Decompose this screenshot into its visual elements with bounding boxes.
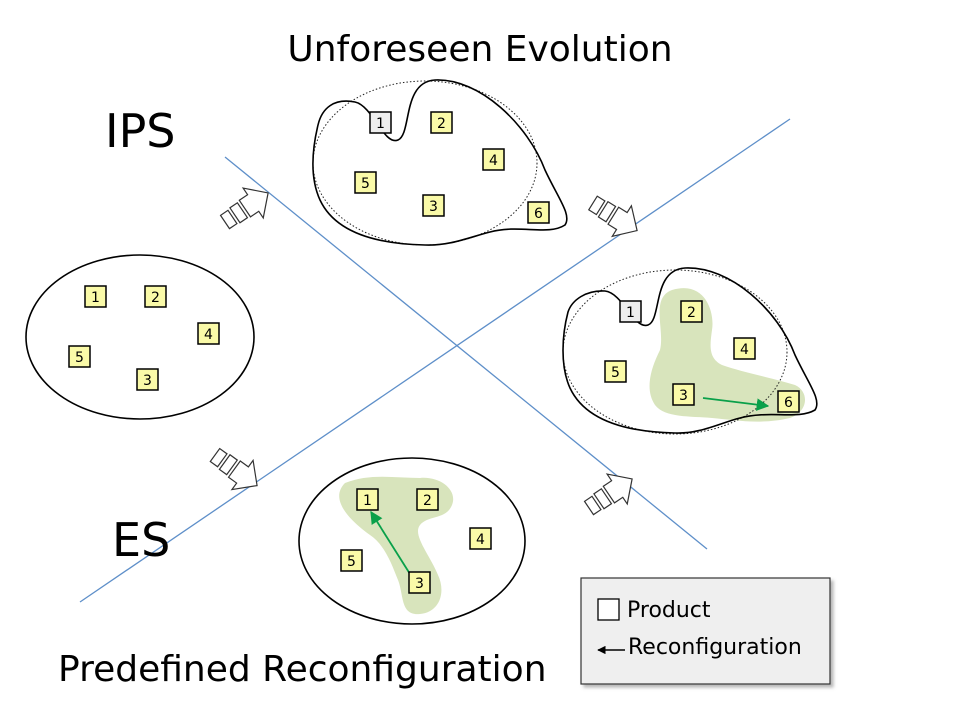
product-box: 2: [416, 488, 439, 511]
svg-text:4: 4: [204, 327, 213, 343]
reconfiguration-arrow-icon: [702, 397, 770, 411]
svg-text:6: 6: [784, 395, 793, 411]
product-box: 2: [680, 300, 703, 323]
svg-text:1: 1: [376, 116, 385, 132]
legend-product-label: Product: [627, 598, 711, 623]
product-box: 4: [197, 322, 220, 345]
original-set-boundary-dotted: [312, 80, 538, 246]
svg-text:5: 5: [347, 554, 356, 570]
product-box: 3: [408, 571, 431, 594]
legend: Product Reconfiguration: [580, 577, 831, 685]
product-box: 3: [422, 194, 445, 217]
svg-text:4: 4: [489, 153, 498, 169]
product-box: 6: [527, 201, 550, 224]
transition-arrow-icon: [582, 187, 648, 247]
title-predefined-reconfiguration: Predefined Reconfiguration: [58, 649, 547, 690]
product-box: 1: [356, 488, 379, 511]
product-box: 5: [340, 549, 363, 572]
label-es: ES: [112, 513, 170, 567]
svg-text:5: 5: [611, 365, 620, 381]
product-box: 4: [482, 148, 505, 171]
product-box: 4: [469, 527, 492, 550]
product-box: 2: [430, 111, 453, 134]
svg-text:3: 3: [679, 388, 688, 404]
panel-bottom: 1 2 4 5 3: [298, 457, 526, 625]
product-box: 3: [136, 368, 159, 391]
label-ips: IPS: [105, 104, 176, 158]
svg-text:6: 6: [534, 206, 543, 222]
product-box: 1: [369, 111, 392, 134]
svg-text:3: 3: [143, 373, 152, 389]
product-box: 5: [68, 345, 91, 368]
svg-text:1: 1: [363, 493, 372, 509]
axis-line-ascending: [79, 118, 791, 603]
transition-arrow-icon: [214, 177, 279, 238]
evolved-set-boundary: [312, 79, 568, 246]
svg-text:1: 1: [626, 305, 635, 321]
product-box: 4: [733, 337, 756, 360]
product-box: 3: [672, 383, 695, 406]
product-box-icon: [597, 598, 620, 621]
svg-text:2: 2: [151, 290, 160, 306]
svg-text:3: 3: [429, 199, 438, 215]
product-box: 1: [84, 285, 107, 308]
product-box: 2: [144, 285, 167, 308]
transition-arrow-icon: [203, 439, 269, 501]
panel-left: 1 2 4 5 3: [25, 254, 255, 420]
panel-top: 1 2 4 5 3 6: [312, 79, 568, 246]
svg-text:2: 2: [687, 305, 696, 321]
svg-text:2: 2: [437, 116, 446, 132]
product-box: 5: [604, 360, 627, 383]
reconfiguration-arrow-icon: [370, 510, 411, 575]
panel-right: 1 2 4 5 3 6: [562, 267, 818, 435]
svg-text:5: 5: [361, 176, 370, 192]
product-box: 5: [354, 171, 377, 194]
title-unforeseen-evolution: Unforeseen Evolution: [287, 29, 672, 70]
product-box: 1: [619, 300, 642, 323]
product-set-boundary: [25, 254, 255, 420]
svg-text:3: 3: [415, 576, 424, 592]
svg-text:4: 4: [740, 342, 749, 358]
svg-text:5: 5: [75, 350, 84, 366]
transition-arrow-icon: [578, 463, 643, 524]
svg-text:4: 4: [476, 532, 485, 548]
svg-text:1: 1: [91, 290, 100, 306]
legend-reconfiguration-label: Reconfiguration: [628, 635, 802, 660]
product-box: 6: [777, 390, 800, 413]
svg-text:2: 2: [423, 493, 432, 509]
